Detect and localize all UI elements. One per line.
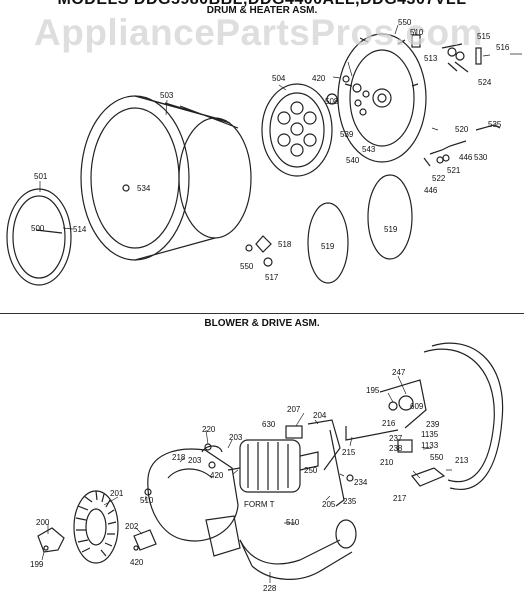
rear-bulkhead-part <box>337 33 427 163</box>
part-label: 517 <box>265 273 279 282</box>
section-divider <box>0 313 524 314</box>
part-label: 530 <box>474 153 488 162</box>
part-label: 220 <box>202 425 216 434</box>
idler-assembly <box>379 379 446 487</box>
drum-seal-part <box>307 174 413 284</box>
part-label: 543 <box>362 145 376 154</box>
part-label: 504 <box>272 74 286 83</box>
part-label: 550 <box>398 18 412 27</box>
part-label: 420 <box>312 74 326 83</box>
watermark: AppliancePartsPros.com <box>34 12 483 53</box>
part-label: 216 <box>382 419 396 428</box>
part-label: 550 <box>430 453 444 462</box>
part-label: 195 <box>366 386 380 395</box>
part-label: 515 <box>477 32 491 41</box>
part-label: 238 <box>389 444 403 453</box>
part-label: 247 <box>392 368 406 377</box>
part-label: 217 <box>393 494 407 503</box>
part-label: 250 <box>304 466 318 475</box>
part-label: 420 <box>210 471 224 480</box>
part-label: 534 <box>137 184 151 193</box>
blower-duct-part <box>239 519 357 580</box>
part-label: 516 <box>496 43 510 52</box>
part-label: 218 <box>172 453 186 462</box>
part-label: 510 <box>410 28 424 37</box>
part-label: 213 <box>455 456 469 465</box>
blower-impeller-part <box>73 490 119 564</box>
part-label: 201 <box>110 489 124 498</box>
part-label: 1135 <box>421 430 439 439</box>
part-label: 519 <box>384 225 398 234</box>
part-label: 519 <box>321 242 335 251</box>
part-label: 503 <box>160 91 174 100</box>
hardware-parts <box>122 34 501 267</box>
bulkhead-part <box>261 83 333 177</box>
part-label: 609 <box>410 402 424 411</box>
part-label: 420 <box>130 558 144 567</box>
blower-section-title: BLOWER & DRIVE ASM. <box>204 318 320 329</box>
part-label: 521 <box>447 166 461 175</box>
blower-clip-parts <box>37 527 157 553</box>
part-label: 510 <box>140 496 154 505</box>
part-label: 237 <box>389 434 403 443</box>
clip-parts <box>144 443 223 496</box>
part-label: 235 <box>343 497 357 506</box>
part-label: 205 <box>322 500 336 509</box>
drive-belt-part <box>423 342 504 490</box>
part-label: 522 <box>432 174 446 183</box>
models-title: MODELS DDG5980BBL,DDG4400ALL,DDG4307VLL <box>0 0 524 9</box>
part-label: 524 <box>478 78 492 87</box>
part-label: 234 <box>354 478 368 487</box>
part-label: 446 <box>424 186 438 195</box>
front-seal-part <box>6 188 72 286</box>
motor-mount-part <box>307 419 354 507</box>
part-label: 520 <box>455 125 469 134</box>
part-label: 207 <box>287 405 301 414</box>
part-label: 510 <box>286 518 300 527</box>
blower-housing-part <box>147 448 241 557</box>
part-label: 215 <box>342 448 356 457</box>
part-label: 539 <box>340 130 354 139</box>
part-label: 446 <box>459 153 473 162</box>
part-label: 1133 <box>421 441 439 450</box>
part-label: 550 <box>240 262 254 271</box>
drum-section-title: DRUM & HEATER ASM. <box>206 5 318 16</box>
part-label: 199 <box>30 560 44 569</box>
part-label: 203 <box>188 456 202 465</box>
part-label: 518 <box>278 240 292 249</box>
drum-part <box>80 95 252 261</box>
part-label: 535 <box>488 120 502 129</box>
part-label: 239 <box>426 420 440 429</box>
motor-part <box>227 425 319 493</box>
part-label: 501 <box>34 172 48 181</box>
part-label: 203 <box>229 433 243 442</box>
part-label: 204 <box>313 411 327 420</box>
part-label: 540 <box>346 156 360 165</box>
part-label: 513 <box>424 54 438 63</box>
part-label: 508 <box>325 97 339 106</box>
part-label: 200 <box>36 518 50 527</box>
motor-form-label: FORM T <box>244 500 275 509</box>
part-label: 228 <box>263 584 277 593</box>
bracket-part <box>345 426 399 441</box>
part-label: 500 <box>31 224 45 233</box>
part-label: 202 <box>125 522 139 531</box>
part-label: 210 <box>380 458 394 467</box>
part-label: 514 <box>73 225 87 234</box>
part-label: 630 <box>262 420 276 429</box>
